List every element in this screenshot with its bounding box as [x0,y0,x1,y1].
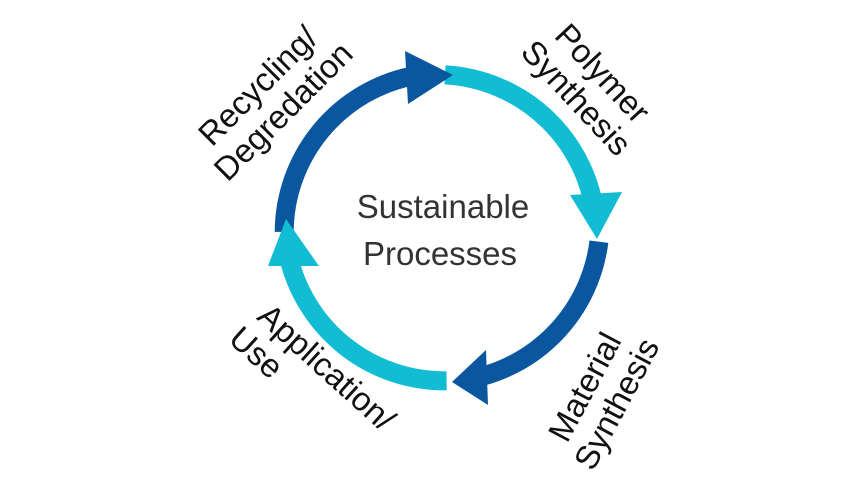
center-label-line1: Sustainable [357,188,529,225]
ring-segment-polymer-to-material [444,65,606,221]
ring-segment-recycling-to-polymer [274,66,416,233]
ring-segment-application-to-recycling [278,251,447,391]
stage-label-polymer-synthesis: Polymer Synthesis [514,16,657,162]
arrow-head-right [570,192,622,239]
ring-segment-material-to-application [464,240,609,390]
stage-label-recycling-degredation: Recycling/ Degredation [191,18,360,188]
arrow-head-top [405,51,453,104]
arrow-head-bottom [452,350,488,405]
center-label-line2: Processes [363,235,517,272]
arrow-head-left [268,219,319,266]
